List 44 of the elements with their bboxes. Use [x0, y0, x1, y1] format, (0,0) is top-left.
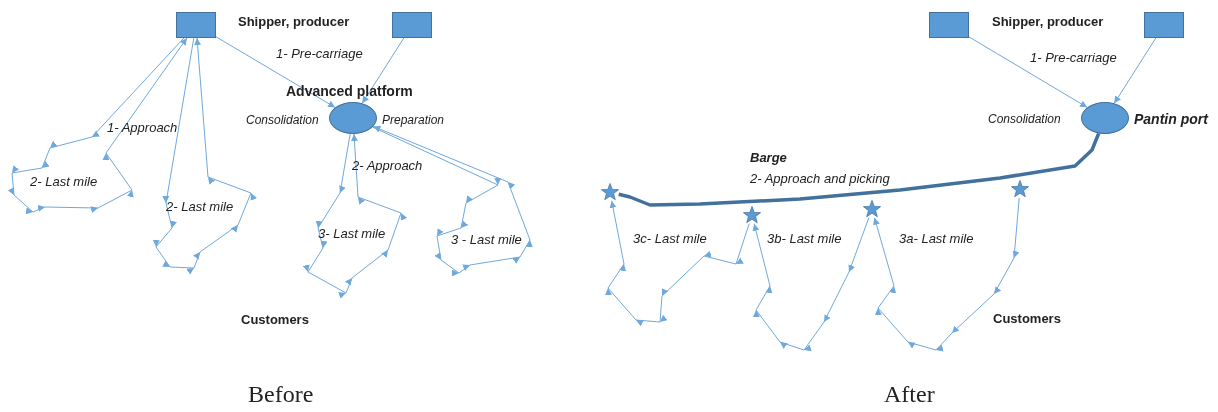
route-label: 2- Approach and picking	[750, 171, 890, 187]
route-label: 1- Pre-carriage	[1030, 50, 1117, 66]
arrow	[873, 197, 1020, 352]
delivery-tour	[372, 125, 533, 276]
route-label: 3 - Last mile	[451, 232, 522, 248]
node-caption: Consolidation	[246, 112, 319, 128]
route-label: 3b- Last mile	[767, 231, 842, 247]
route-label: 3- Last mile	[318, 226, 386, 242]
route-label: 3a- Last mile	[899, 231, 974, 247]
delivery-tour	[153, 37, 257, 275]
route-label: 1- Approach	[107, 120, 178, 136]
panel-caption: After	[884, 380, 935, 408]
star-icon	[743, 206, 761, 224]
node-caption: Consolidation	[988, 111, 1061, 127]
group-label: Shipper, producer	[992, 14, 1104, 30]
shipper-box	[929, 12, 969, 38]
arrow	[215, 36, 336, 108]
shipper-box	[1144, 12, 1184, 38]
route-label: 3c- Last mile	[633, 231, 707, 247]
route-label: 2- Last mile	[30, 174, 98, 190]
group-label: Shipper, producer	[238, 14, 350, 30]
route-label: 1- Pre-carriage	[276, 46, 363, 62]
route-label: 2- Last mile	[166, 199, 234, 215]
route-label: Barge	[750, 150, 787, 166]
star-icon	[1011, 180, 1029, 198]
route-label: 2- Approach	[352, 158, 423, 174]
barge-route	[618, 132, 1101, 207]
delivery-tour	[303, 133, 407, 298]
arrow	[361, 37, 405, 104]
star-icon	[601, 183, 619, 201]
node-title: Pantin port	[1134, 111, 1208, 127]
arrow	[752, 217, 870, 352]
panel-caption: Before	[248, 380, 314, 408]
group-label: Customers	[241, 312, 309, 328]
shipper-box	[176, 12, 216, 38]
arrow	[968, 36, 1088, 108]
arrow	[1113, 37, 1157, 104]
delivery-tour	[8, 37, 188, 214]
star-icon	[863, 200, 881, 218]
node-caption: Preparation	[382, 112, 445, 128]
shipper-box	[392, 12, 432, 38]
node-title: Advanced platform	[286, 83, 413, 99]
group-label: Customers	[993, 311, 1061, 327]
arrow	[605, 200, 750, 326]
